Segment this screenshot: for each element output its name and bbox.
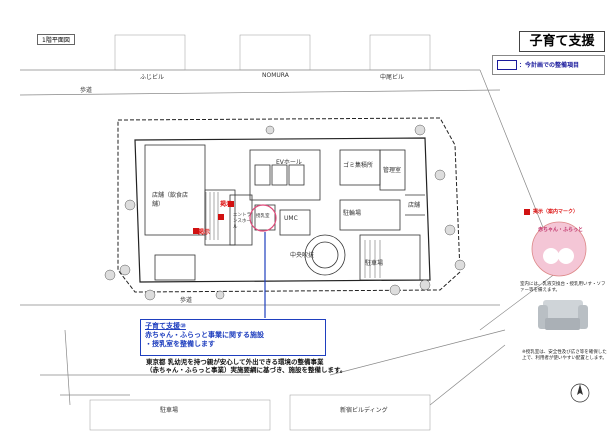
- legend-label: ：今計画での整備項目: [519, 62, 580, 69]
- south-building-2-label: 駐車場: [160, 407, 179, 414]
- parking-label: 駐車場: [365, 260, 384, 267]
- shop-right-label: 店舗: [408, 202, 421, 209]
- callout-line-3: ・授乳室を整備します: [145, 340, 215, 348]
- floor-tag: 1階平面図: [37, 34, 75, 45]
- legend-swatch: [497, 60, 517, 70]
- ev-hall-label: EVホール: [276, 159, 302, 166]
- shop-left-label: 店舗（飲食店舗）: [152, 192, 189, 208]
- south-building-label: 新宿ビルディング: [340, 407, 388, 414]
- mark-label-2: 掲示: [198, 229, 211, 236]
- north-building-2-label: NOMURA: [262, 72, 289, 79]
- nursing-room-label: 授乳室: [256, 214, 270, 219]
- description: 東京都 乳幼児を持つ親が安心して外出できる環境の整備事業 （赤ちゃん・ふらっと事…: [146, 358, 376, 374]
- north-building-3-label: 中尾ビル: [380, 74, 405, 81]
- support-callout: 子育て支援⑩ 赤ちゃん・ふらっと事業に関する施設 ・授乳室を整備します: [140, 319, 326, 356]
- courtyard-label: 中央吹抜: [290, 252, 315, 259]
- bicycle-label: 駐輪場: [343, 210, 362, 217]
- description-line-2: （赤ちゃん・ふらっと事業）実施要綱に基づき、施設を整備します。: [146, 366, 347, 374]
- road-north-label: 歩道: [80, 87, 93, 94]
- sofa-note: ※授乳室は、安全性及び広さ等を確保した上で、利用者が使いやすい配置とします。: [522, 350, 607, 361]
- description-line-1: 東京都 乳幼児を持つ親が安心して外出できる環境の整備事業: [146, 358, 324, 366]
- umc-label: UMC: [284, 215, 298, 222]
- mark-caption: 掲示（案内マーク）: [533, 209, 579, 215]
- mark-label-1: 掲示: [220, 201, 233, 208]
- legend: ：今計画での整備項目: [492, 55, 605, 75]
- road-south-label: 歩道: [180, 297, 193, 304]
- callout-title: 子育て支援⑩: [145, 322, 186, 330]
- callout-line-2: 赤ちゃん・ふらっと事業に関する施設: [145, 331, 264, 339]
- logo-text: 赤ちゃん・ふらっと: [538, 227, 584, 233]
- entrance-label: エントランスホール: [233, 213, 251, 230]
- logo-note: 室内には、乳液交換台・授乳用いす・ソファー等を備えます。: [520, 282, 606, 293]
- page-title: 子育て支援: [519, 31, 605, 52]
- gomi-label: ゴミ集積所: [343, 162, 374, 169]
- kanri-label: 管理室: [383, 167, 402, 174]
- north-building-1-label: ふじビル: [140, 74, 165, 81]
